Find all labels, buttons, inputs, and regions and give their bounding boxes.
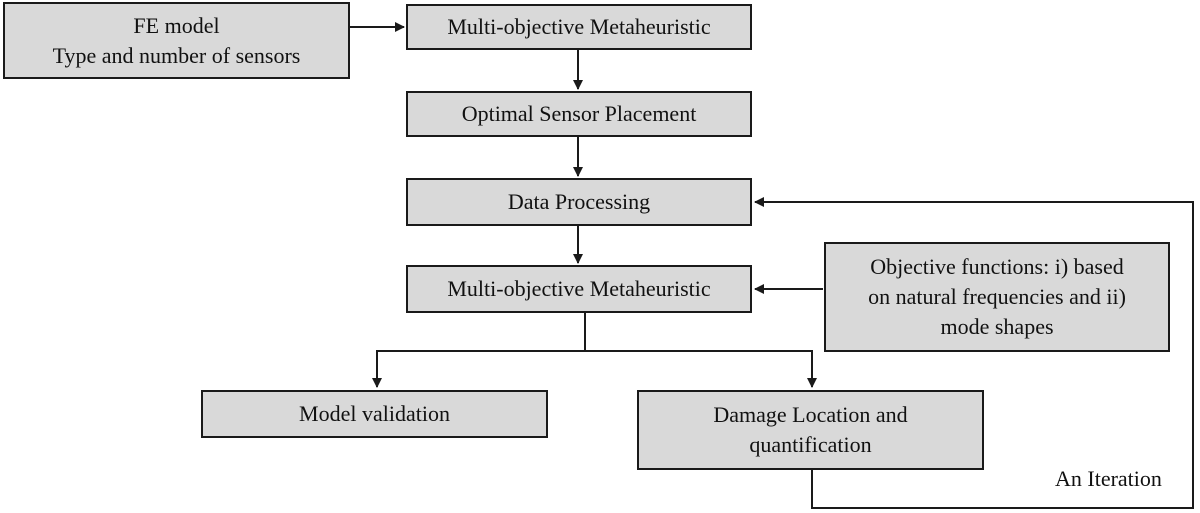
box-text-line: Multi-objective Metaheuristic [447, 14, 711, 39]
box-text-line: Optimal Sensor Placement [461, 101, 697, 126]
arrow-to-model-validation [372, 350, 585, 388]
box-text-line: Multi-objective Metaheuristic [447, 276, 711, 301]
objective-functions-box: Objective functions: i) based on natural … [824, 242, 1170, 352]
box-text-line: Type and number of sensors [52, 42, 301, 68]
iteration-feedback-arrow [754, 197, 1194, 509]
box-text-line: Objective functions: i) based [870, 254, 1124, 279]
arrow-to-damage-location [585, 350, 817, 388]
data-processing-box: Data Processing [406, 178, 752, 226]
box-text-line: on natural frequencies and ii) [868, 284, 1126, 309]
box-text-line: FE model [133, 12, 220, 38]
box-text-line: mode shapes [940, 314, 1054, 339]
box-text-line: Damage Location and [713, 402, 908, 427]
model-validation-box: Model validation [201, 390, 548, 438]
box-text-line: Model validation [299, 401, 450, 426]
iteration-label: An Iteration [1055, 466, 1162, 491]
multi-objective-metaheuristic-box-2: Multi-objective Metaheuristic [406, 265, 752, 313]
optimal-sensor-placement-box: Optimal Sensor Placement [406, 91, 752, 137]
box-text-line: quantification [749, 432, 872, 457]
damage-location-box: Damage Location and quantification [637, 390, 984, 470]
box-text-line: Data Processing [507, 189, 651, 214]
multi-objective-metaheuristic-box: Multi-objective Metaheuristic [406, 4, 752, 50]
